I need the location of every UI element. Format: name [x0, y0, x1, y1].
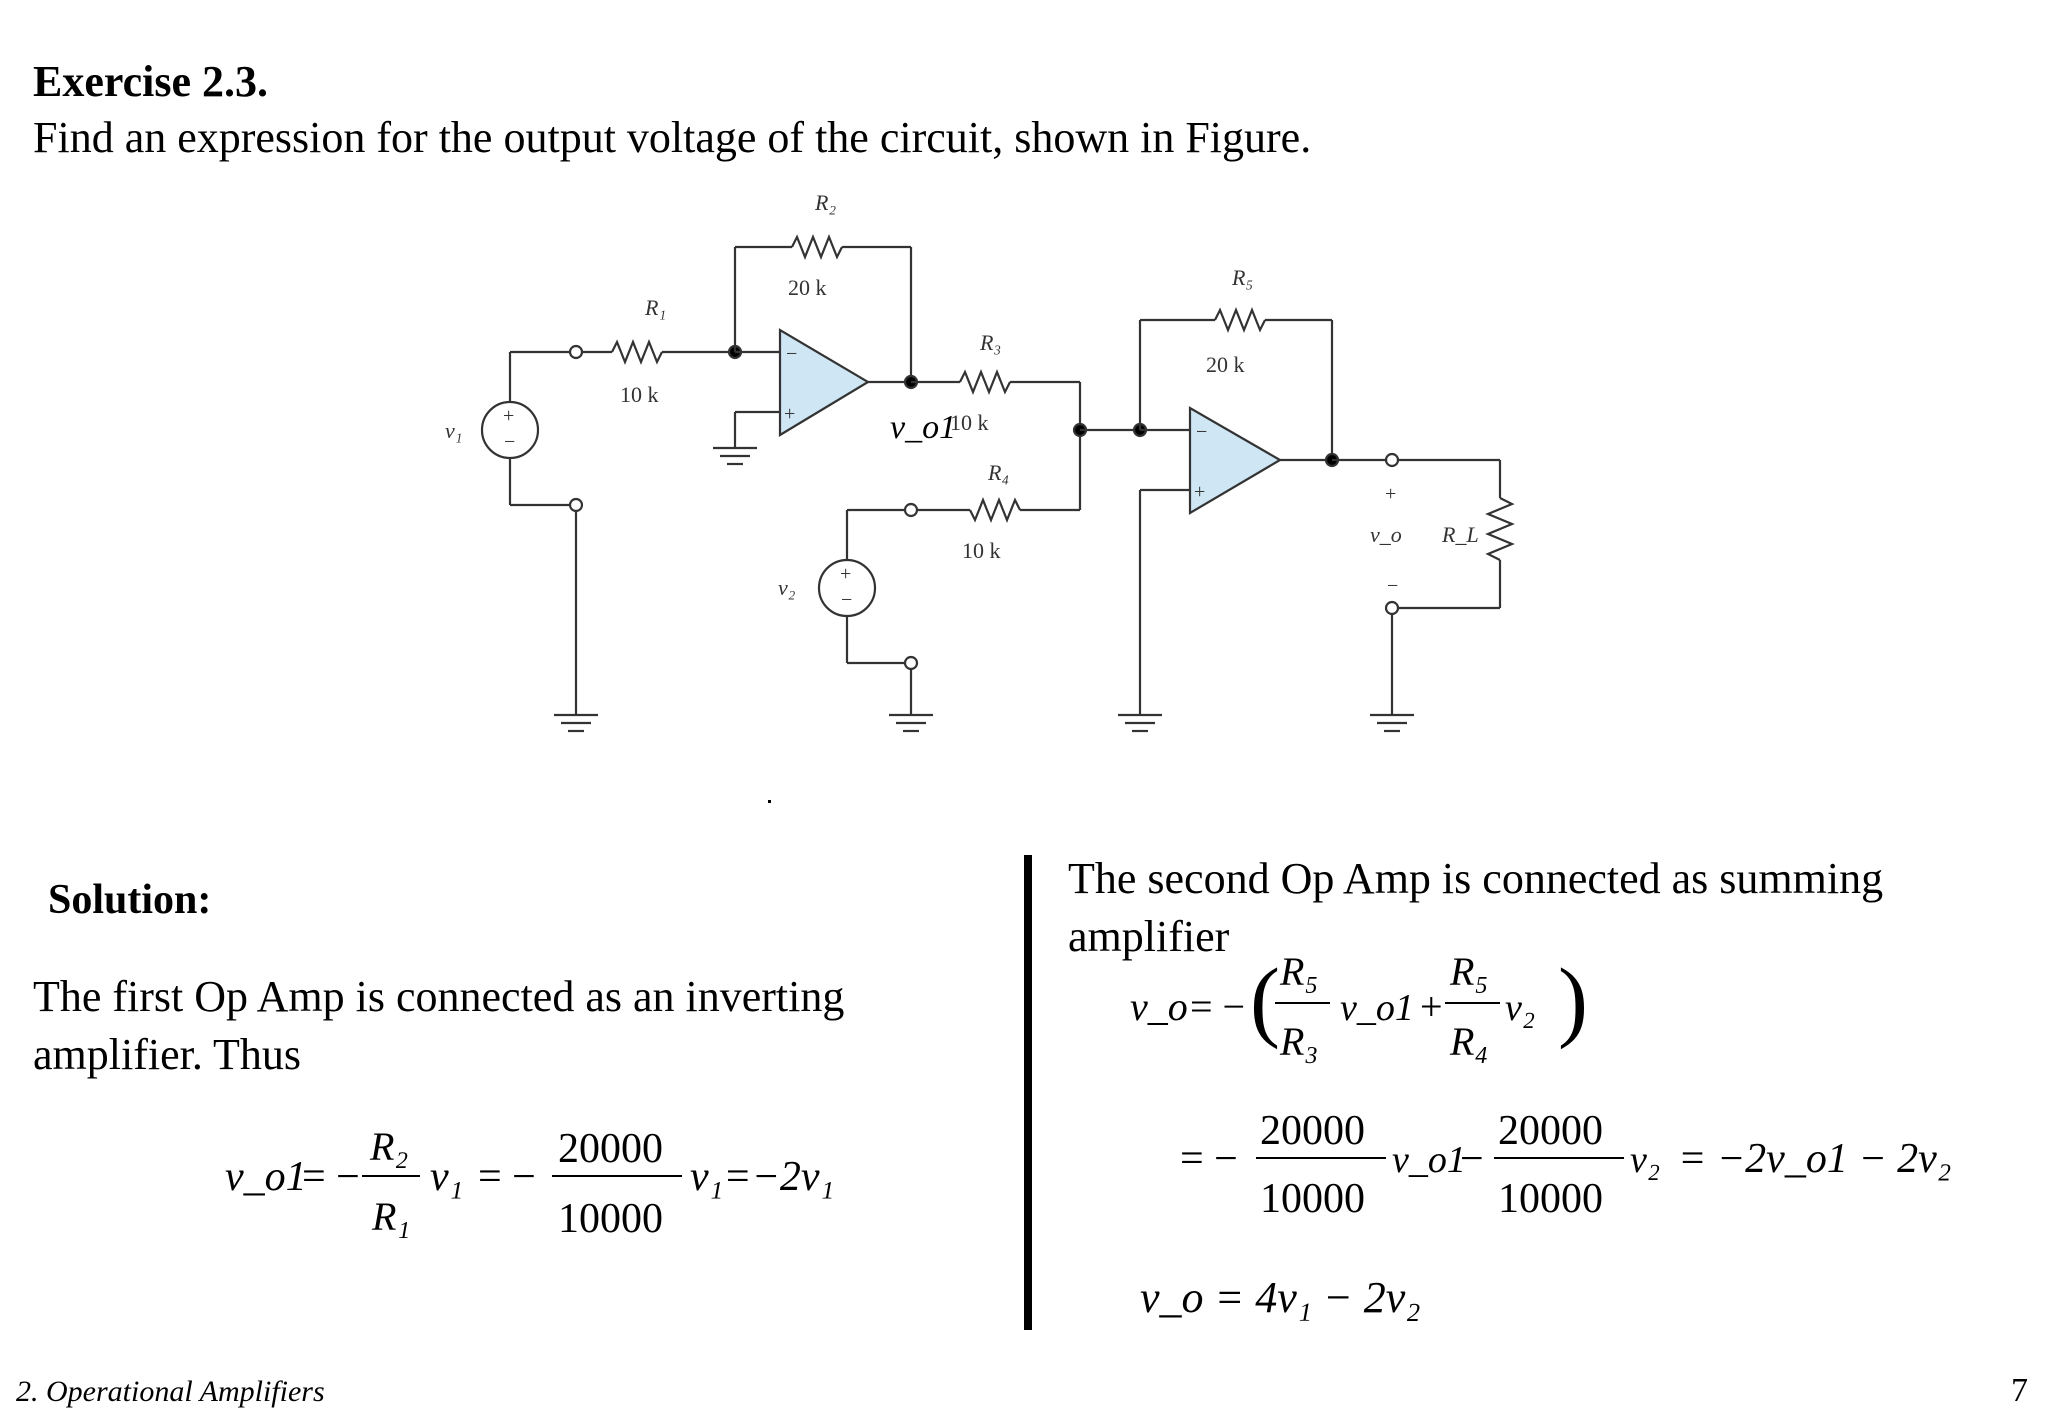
r4-resistor [969, 497, 1021, 523]
eq1-frac1-den: R₁ [371, 1194, 410, 1239]
svg-text:+: + [1385, 483, 1396, 505]
eq3-minus: − [1460, 1136, 1484, 1182]
v1-terminal-bottom [568, 497, 584, 513]
r3-value: 10 k [950, 410, 989, 435]
r1-resistor [611, 339, 663, 365]
svg-text:−: − [504, 431, 515, 453]
second-opamp-paragraph: The second Op Amp is connected as summin… [1068, 854, 1884, 961]
r1-value: 10 k [620, 382, 659, 407]
eq2-equals-minus: = − [1190, 984, 1245, 1029]
r3-resistor [959, 369, 1011, 395]
r1-label: R₁ [644, 295, 666, 320]
eq2-term1-den: R₃ [1279, 1019, 1318, 1064]
eq2-lhs: v_o [1130, 984, 1188, 1029]
equation-vo-summing: v_o = − ( R₅ R₃ v_o1 + R₅ R₄ v₂ ) [1130, 949, 1588, 1064]
vo-label: v_o [1370, 522, 1402, 547]
eq3-frac2-den: 10000 [1498, 1176, 1603, 1222]
eq2-plus: + [1420, 984, 1443, 1029]
svg-text:−: − [841, 589, 852, 611]
page-number: 7 [2011, 1372, 2028, 1409]
r2-value: 20 k [788, 275, 827, 300]
svg-text:+: + [784, 403, 795, 425]
equation-vo1: v_o1 = − R₂ R₁ v₁ = − 20000 10000 v₁=−2v… [225, 1124, 834, 1242]
vo-terminal-top [1384, 452, 1400, 468]
exercise-title: Exercise 2.3. [33, 57, 269, 106]
v1-label: v₁ [445, 418, 462, 443]
eq2-paren-open: ( [1250, 951, 1280, 1050]
svg-text:+: + [1194, 481, 1205, 503]
eq1-equals-minus-2: = − [478, 1154, 536, 1200]
eq3-result: = −2v_o1 − 2v₂ [1678, 1136, 1951, 1182]
circuit-diagram: − + − + + − + − + − R₁ R₂ R₃ R₄ R₅ R_L v… [445, 190, 1515, 733]
r2-label: R₂ [814, 190, 836, 215]
solution-heading: Solution: [48, 877, 212, 923]
r5-label: R₅ [1231, 265, 1253, 290]
eq3-frac2-num: 20000 [1498, 1108, 1603, 1154]
eq3-equals-minus: = − [1180, 1136, 1238, 1182]
r4-label: R₄ [987, 460, 1009, 485]
footer-chapter: 2. Operational Amplifiers [16, 1375, 325, 1408]
eq3-frac1-den: 10000 [1260, 1176, 1365, 1222]
eq2-term2-num: R₅ [1449, 949, 1488, 994]
eq1-frac2-num: 20000 [558, 1126, 663, 1172]
problem-statement: Find an expression for the output voltag… [33, 113, 1312, 162]
equation-vo-numeric: = − 20000 10000 v_o1 − 20000 10000 v₂ = … [1180, 1108, 1951, 1222]
svg-text:−: − [786, 343, 797, 365]
eq2-term1-var: v_o1 [1340, 987, 1414, 1029]
stray-dot [768, 800, 771, 803]
eq1-equals-minus: = − [302, 1154, 360, 1200]
r3-label: R₃ [979, 330, 1001, 355]
eq2-term2-var: v₂ [1505, 987, 1535, 1029]
eq2-term2-den: R₄ [1449, 1019, 1488, 1064]
v2-terminal-top [903, 502, 919, 518]
op-amp-1 [778, 328, 871, 437]
equation-final: v_o = 4v₁ − 2v₂ [1140, 1273, 1421, 1322]
svg-text:+: + [503, 405, 514, 427]
op-amp-2 [1188, 406, 1283, 515]
eq1-frac2-den: 10000 [558, 1196, 663, 1242]
v1-terminal-top [568, 344, 584, 360]
first-opamp-paragraph: The first Op Amp is connected as an inve… [33, 972, 845, 1079]
eq1-lhs: v_o1 [225, 1154, 307, 1200]
svg-text:−: − [1387, 575, 1398, 597]
r2-resistor [791, 234, 843, 260]
r5-value: 20 k [1206, 352, 1245, 377]
eq1-result: v₁=−2v₁ [690, 1154, 834, 1200]
v2-label: v₂ [778, 575, 796, 600]
eq3-var2: v₂ [1630, 1139, 1660, 1181]
v2-terminal-bottom [903, 655, 919, 671]
r4-value: 10 k [962, 538, 1001, 563]
eq2-paren-close: ) [1558, 951, 1588, 1050]
svg-text:−: − [1196, 421, 1207, 443]
eq1-v1: v₁ [430, 1154, 463, 1200]
r5-resistor [1214, 307, 1266, 333]
eq2-term1-num: R₅ [1279, 949, 1318, 994]
column-divider [1024, 855, 1032, 1330]
rl-resistor [1485, 497, 1515, 561]
eq3-var1: v_o1 [1392, 1139, 1466, 1181]
svg-text:+: + [840, 563, 851, 585]
rl-label: R_L [1441, 522, 1479, 547]
eq1-frac1-num: R₂ [369, 1124, 408, 1169]
eq3-frac1-num: 20000 [1260, 1108, 1365, 1154]
vo1-label: v_o1 [890, 409, 956, 446]
vo-terminal-bottom [1384, 600, 1400, 616]
